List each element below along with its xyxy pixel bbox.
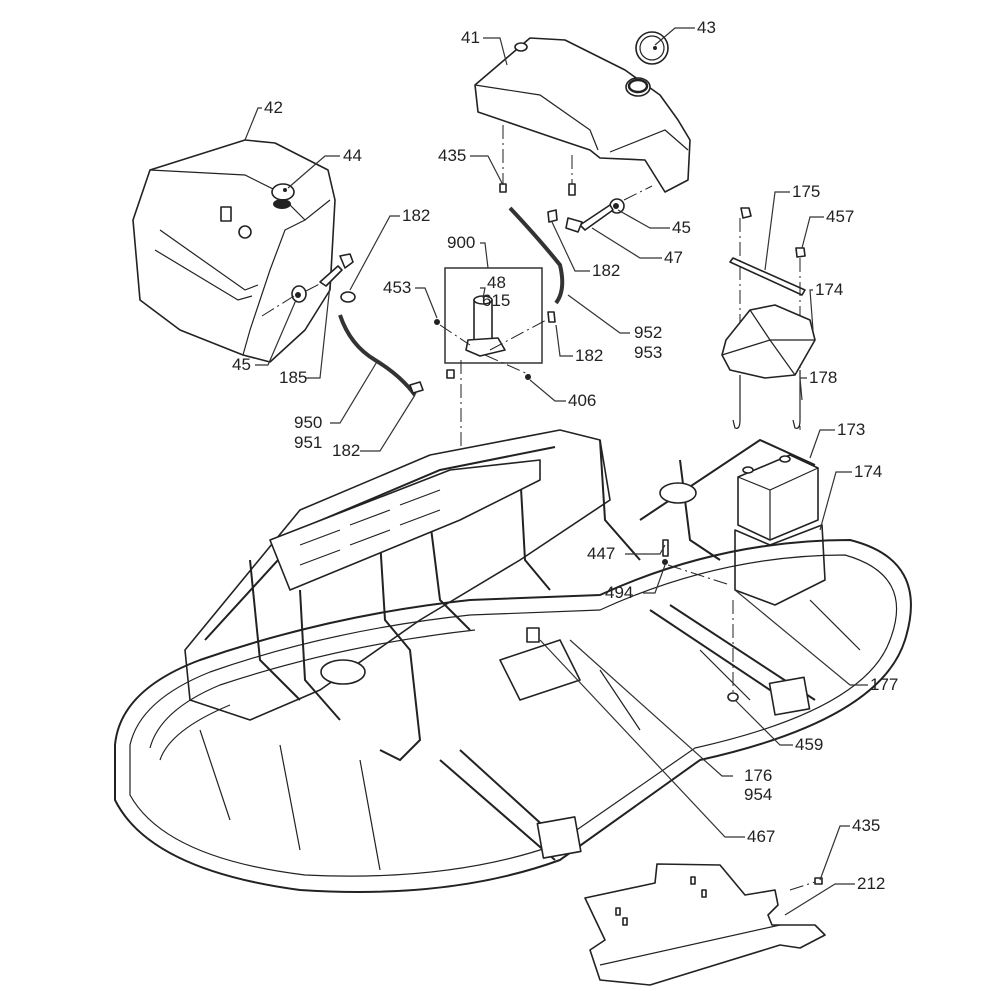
nut	[740, 207, 752, 219]
left-fuel-tank	[132, 139, 336, 363]
callout-453: 453	[383, 278, 412, 297]
callout-459: 459	[795, 735, 824, 754]
callout-952: 952	[634, 323, 663, 342]
hold-down-bar-175	[729, 257, 806, 296]
nut-459	[727, 692, 739, 702]
callout-175: 175	[792, 182, 821, 201]
right-fuel-tank	[474, 31, 691, 193]
callout-173: 173	[837, 420, 866, 439]
callout-435-cover: 435	[852, 816, 881, 835]
callout-467: 467	[747, 827, 776, 846]
callout-48: 48	[487, 273, 506, 292]
callout-44: 44	[343, 146, 362, 165]
callout-176: 176	[744, 766, 773, 785]
callout-954: 954	[744, 785, 773, 804]
callout-212: 212	[857, 874, 886, 893]
screw-406	[525, 374, 531, 380]
cover-plate-212	[584, 863, 826, 986]
fitting-47	[579, 204, 614, 231]
bracket-467	[526, 627, 540, 643]
fuel-pump-48	[465, 295, 506, 357]
callout-435-tank: 435	[438, 146, 467, 165]
callout-615: 615	[482, 291, 511, 310]
callout-42: 42	[264, 98, 283, 117]
fuel-valve-assembly-left	[261, 253, 356, 317]
callout-447: 447	[587, 544, 616, 563]
fuel-hose-952	[508, 206, 565, 305]
callout-494: 494	[605, 583, 634, 602]
callout-951: 951	[294, 433, 323, 452]
callout-185: 185	[279, 368, 308, 387]
callout-457: 457	[826, 207, 855, 226]
callout-406: 406	[568, 391, 597, 410]
screw-435-cover	[814, 877, 823, 885]
callout-177: 177	[870, 675, 899, 694]
battery-tray-174	[734, 524, 826, 606]
callout-953: 953	[634, 343, 663, 362]
leader-lines	[244, 27, 868, 916]
trowel-frame	[114, 429, 912, 893]
callout-41: 41	[461, 28, 480, 47]
fuel-pump-kit-box	[444, 267, 543, 364]
screw-453	[434, 319, 440, 325]
callout-178: 178	[809, 368, 838, 387]
callout-182-right: 182	[592, 261, 621, 280]
callout-182-left: 182	[402, 206, 431, 225]
callout-174-tray: 174	[854, 462, 883, 481]
screw-435	[499, 183, 507, 193]
callout-43: 43	[697, 18, 716, 37]
battery-173	[737, 454, 819, 541]
callout-900: 900	[447, 233, 476, 252]
callout-45-left: 45	[232, 355, 251, 374]
callout-182-pump: 182	[575, 346, 604, 365]
callout-45-right: 45	[672, 218, 691, 237]
fuel-hose-950	[338, 314, 417, 397]
callout-182-hose: 182	[332, 441, 361, 460]
callout-47: 47	[664, 248, 683, 267]
washer-494	[662, 559, 668, 565]
battery-hold-down	[721, 207, 816, 430]
battery-cover-174	[721, 304, 816, 379]
screw	[568, 183, 576, 196]
callout-174-cover: 174	[815, 280, 844, 299]
hose-clamp-182	[409, 381, 424, 394]
callout-950: 950	[294, 413, 323, 432]
